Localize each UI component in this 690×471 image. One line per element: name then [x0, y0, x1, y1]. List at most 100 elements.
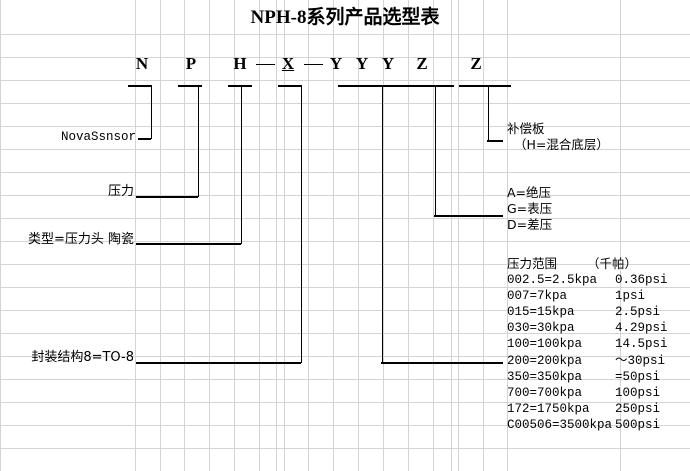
leader-drop-z2 — [487, 85, 489, 141]
pressure-type-differential: D=差压 — [507, 217, 553, 233]
pressure-range-psi: =50psi — [615, 369, 661, 384]
code-separator-2 — [304, 64, 323, 65]
grid-line-vertical — [209, 0, 210, 471]
grid-line-vertical — [458, 0, 459, 471]
code-letter-y1: Y — [329, 54, 343, 73]
pressure-range-code: 015=15kpa — [507, 305, 575, 320]
leader-drop-p — [197, 85, 199, 197]
pressure-range-psi: 1psi — [615, 289, 646, 304]
leader-drop-x — [300, 85, 302, 363]
grid-line-horizontal — [0, 310, 690, 311]
grid-line-horizontal — [0, 425, 690, 426]
pressure-range-row: 200=200kpa ～30psi — [507, 353, 668, 369]
grid-line-vertical — [184, 0, 185, 471]
leader-bar-n — [128, 85, 152, 87]
pressure-range-psi: 250psi — [615, 401, 661, 416]
grid-line-horizontal — [0, 149, 690, 150]
leader-bar-x — [278, 85, 302, 87]
grid-line-horizontal — [0, 218, 690, 219]
grid-line-vertical — [135, 0, 136, 471]
pressure-range-code: C00506=3500kpa — [507, 417, 613, 432]
leader-bar-p — [178, 85, 202, 87]
pressure-range-row: 015=15kpa 2.5psi — [507, 304, 668, 320]
pressure-range-row: 700=700kpa 100psi — [507, 385, 668, 401]
code-letter-z2: Z — [470, 54, 482, 73]
grid-line-vertical — [284, 0, 285, 471]
pressure-range-psi: 2.5psi — [615, 305, 661, 320]
leader-elbow-z2 — [487, 140, 503, 142]
pressure-range-code: 172=1750kpa — [507, 401, 590, 416]
grid-line-horizontal — [0, 356, 690, 357]
leader-drop-h — [240, 85, 242, 244]
page-title: NPH-8系列产品选型表 — [250, 7, 440, 28]
grid-line-vertical — [234, 0, 235, 471]
pressure-range-code: 030=30kpa — [507, 321, 575, 336]
leader-elbow-yyy — [381, 362, 503, 364]
leader-elbow-x — [136, 362, 301, 364]
pressure-range-psi: ～30psi — [615, 353, 666, 368]
code-letter-h: H — [233, 54, 247, 73]
grid-line-horizontal — [0, 172, 690, 173]
pressure-range-code: 007=7kpa — [507, 289, 568, 304]
grid-line-horizontal — [0, 80, 690, 81]
pressure-range-code: 200=200kpa — [507, 353, 583, 368]
leader-elbow-n — [138, 138, 151, 140]
code-letter-p: P — [185, 54, 197, 73]
grid-line-horizontal — [0, 126, 690, 127]
code-letter-n: N — [135, 54, 149, 73]
leader-bar-yyy — [338, 85, 396, 87]
pressure-range-code: 700=700kpa — [507, 385, 583, 400]
grid-line-horizontal — [0, 34, 690, 35]
code-separator-1 — [256, 64, 275, 65]
pressure-range-psi: 500psi — [615, 417, 661, 432]
grid-line-vertical — [259, 0, 260, 471]
grid-line-vertical — [358, 0, 359, 471]
label-novasensor: NovaSsnsor — [60, 130, 136, 144]
leader-elbow-p — [136, 196, 198, 198]
grid-line-horizontal — [0, 448, 690, 449]
pressure-range-row: 030=30kpa 4.29psi — [507, 320, 668, 336]
grid-line-horizontal — [0, 287, 690, 288]
grid-line-vertical — [433, 0, 434, 471]
pressure-range-psi: 100psi — [615, 385, 661, 400]
pressure-range-psi: 14.5psi — [615, 337, 668, 352]
compensation-line-2: （H=混合底层） — [514, 137, 609, 153]
grid-line-horizontal — [0, 379, 690, 380]
code-letter-z1: Z — [416, 54, 428, 73]
label-pressure: 压力 — [107, 184, 134, 199]
block-pressure-type: A=绝压 G=表压 D=差压 — [507, 185, 552, 233]
leader-bar-h — [228, 85, 252, 87]
grid-line-horizontal — [0, 402, 690, 403]
grid-line-horizontal — [0, 57, 690, 58]
grid-line-horizontal — [0, 241, 690, 242]
leader-drop-n — [150, 85, 152, 139]
grid-line-vertical — [276, 0, 277, 471]
grid-line-horizontal — [0, 195, 690, 196]
pressure-range-code: 350=350kpa — [507, 369, 583, 384]
grid-line-vertical — [408, 0, 409, 471]
pressure-type-gauge: G=表压 — [507, 201, 553, 217]
pressure-range-header: 压力范围 （千帕） — [507, 256, 668, 272]
pressure-range-row: 172=1750kpa 250psi — [507, 401, 668, 417]
pressure-range-code: 002.5=2.5kpa — [507, 273, 598, 288]
pressure-range-psi: 4.29psi — [615, 321, 668, 336]
pressure-range-header-right: （千帕） — [587, 256, 638, 271]
pressure-range-row: 100=100kpa 14.5psi — [507, 336, 668, 352]
leader-bar-z1 — [396, 85, 454, 87]
block-compensation: 补偿板 （H=混合底层） — [507, 121, 609, 153]
pressure-range-row: 350=350kpa =50psi — [507, 369, 668, 385]
leader-bar-z2 — [459, 85, 511, 87]
grid-line-vertical — [483, 0, 484, 471]
label-type-ceramic: 类型=压力头 陶瓷 — [27, 232, 134, 247]
compensation-line-1: 补偿板 — [507, 121, 545, 136]
grid-line-vertical — [620, 0, 621, 471]
grid-line-vertical — [507, 0, 508, 471]
grid-line-horizontal — [0, 103, 690, 104]
pressure-range-code: 100=100kpa — [507, 337, 583, 352]
grid-line-horizontal — [0, 264, 690, 265]
